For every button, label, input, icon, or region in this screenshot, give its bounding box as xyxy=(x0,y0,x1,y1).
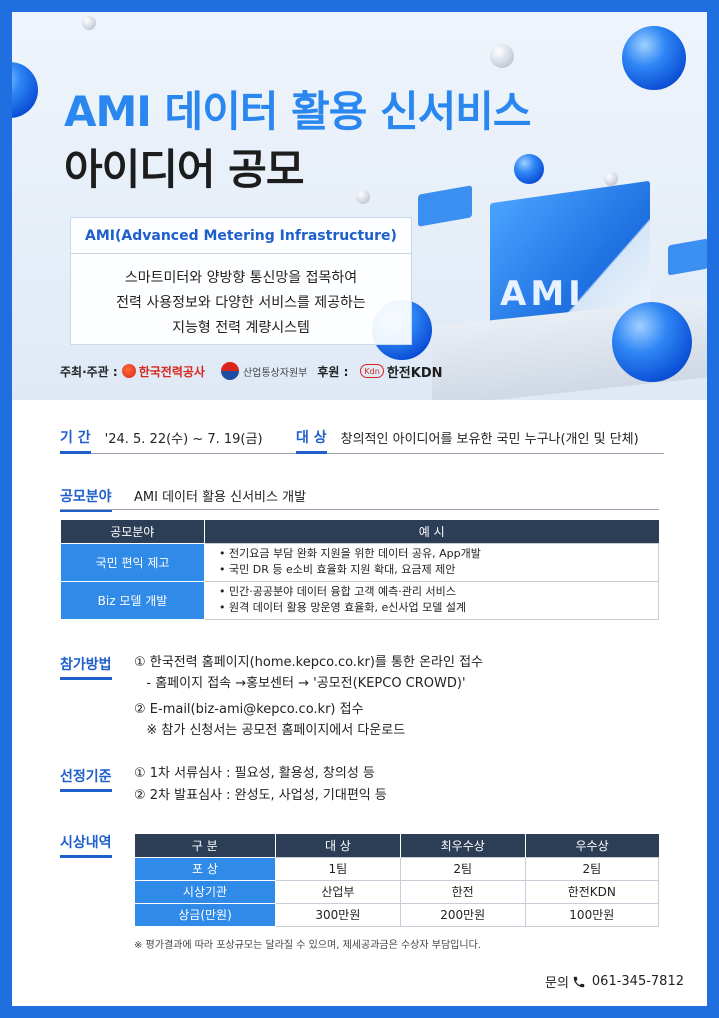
ami-desc-line: 지능형 전력 계량시스템 xyxy=(172,320,310,336)
motie-name: 산업통상자원부 xyxy=(242,367,308,379)
field-examples: • 전기요금 부담 완화 지원을 위한 데이터 공유, App개발 • 국민 D… xyxy=(204,542,659,582)
table-cell: 200만원 xyxy=(399,902,526,927)
participation-line: ※ 참가 신청서는 공모전 홈페이지에서 다운로드 xyxy=(134,723,406,738)
table-header: 공모분야 xyxy=(60,520,205,543)
table-row: 상금(만원) 300만원 200만원 100만원 xyxy=(134,902,660,927)
criteria-label-text: 선정기준 xyxy=(60,769,112,785)
table-row: 포 상 1팀 2팀 2팀 xyxy=(134,856,660,881)
period-row: 기 간 '24. 5. 22(수) ~ 7. 19(금) xyxy=(60,426,348,454)
ami-description: 스마트미터와 양방향 통신망을 접목하여 전력 사용정보와 다양한 서비스를 제… xyxy=(71,254,411,341)
blue-sphere xyxy=(622,26,686,90)
awards-note: ※ 평가결과에 따라 포상규모는 달라질 수 있으며, 제세공과금은 수상자 부… xyxy=(134,940,481,951)
target-value: 창의적인 아이디어를 보유한 국민 누구나(개인 및 단체) xyxy=(340,432,639,447)
poster: AMI AMI 데이터 활용 신서비스 아이디어 공모 AMI(Advanced… xyxy=(12,12,707,1006)
grey-sphere xyxy=(356,190,370,204)
table-row: 시상기관 산업부 한전 한전KDN xyxy=(134,879,660,904)
participation-line: ② E-mail(biz-ami@kepco.co.kr) 접수 xyxy=(134,702,364,717)
table-header: 최우수상 xyxy=(400,834,526,857)
field-examples: • 민간·공공분야 데이터 융합 고객 예측·관리 서비스 • 원격 데이터 활… xyxy=(204,580,659,620)
grey-sphere xyxy=(604,172,618,186)
table-row: Biz 모델 개발 • 민간·공공분야 데이터 융합 고객 예측·관리 서비스 … xyxy=(60,580,659,620)
example-line: • 원격 데이터 활용 망운영 효율화, e신사업 모델 설계 xyxy=(219,601,467,614)
government-emblem-icon xyxy=(220,362,239,380)
divider xyxy=(60,509,659,510)
sponsor-bar: 주최·주관 : 한국전력공사 산업통상자원부 후원 : Kdn 한전KDN xyxy=(60,359,443,383)
period-value: '24. 5. 22(수) ~ 7. 19(금) xyxy=(104,432,263,447)
table-cell: 2팀 xyxy=(524,856,660,881)
hero-banner: AMI AMI 데이터 활용 신서비스 아이디어 공모 AMI(Advanced… xyxy=(12,12,707,400)
target-label: 대 상 xyxy=(296,427,327,454)
field-category: 국민 편익 제고 xyxy=(60,542,205,582)
table-cell: 300만원 xyxy=(275,902,401,927)
sponsor-label: 주최·주관 : xyxy=(60,364,118,379)
criteria-line: ① 1차 서류심사 : 필요성, 활용성, 창의성 등 xyxy=(134,766,375,781)
title-line-2: 아이디어 공모 xyxy=(64,145,304,194)
contact-phone: 061-345-7812 xyxy=(591,974,684,989)
table-row: 국민 편익 제고 • 전기요금 부담 완화 지원을 위한 데이터 공유, App… xyxy=(60,542,659,582)
ami-led-text: AMI xyxy=(500,274,585,314)
table-cell: 한전KDN xyxy=(524,879,660,904)
period-label: 기 간 xyxy=(60,427,91,454)
example-line: • 국민 DR 등 e소비 효율화 지원 확대, 요금제 제안 xyxy=(219,563,456,576)
table-cell: 산업부 xyxy=(275,879,401,904)
small-cube-graphic xyxy=(418,185,472,227)
criteria-label: 선정기준 xyxy=(60,766,112,792)
field-table: 공모분야 예 시 국민 편익 제고 • 전기요금 부담 완화 지원을 위한 데이… xyxy=(60,520,659,620)
example-line: • 민간·공공분야 데이터 융합 고객 예측·관리 서비스 xyxy=(219,585,456,598)
table-cell: 100만원 xyxy=(524,902,660,927)
awards-table: 구 분 대 상 최우수상 우수상 포 상 1팀 2팀 2팀 시상기관 산업부 한… xyxy=(134,834,660,927)
field-label: 공모분야 xyxy=(60,486,112,512)
table-cell: 2팀 xyxy=(399,856,526,881)
kepco-name: 한국전력공사 xyxy=(138,364,205,379)
ami-heading: AMI(Advanced Metering Infrastructure) xyxy=(71,218,411,254)
ami-definition-box: AMI(Advanced Metering Infrastructure) 스마… xyxy=(70,217,412,345)
table-cell: 1팀 xyxy=(275,856,401,881)
table-header: 대 상 xyxy=(275,834,401,857)
table-header: 예 시 xyxy=(204,520,659,543)
blue-sphere xyxy=(612,302,692,382)
contact-info: 문의 061-345-7812 xyxy=(545,972,684,991)
kdn-name: 한전KDN xyxy=(386,365,443,381)
title-line-1: AMI 데이터 활용 신서비스 xyxy=(64,87,532,136)
field-label-text: 공모분야 xyxy=(60,489,112,505)
participation-label: 참가방법 xyxy=(60,654,112,680)
blue-sphere xyxy=(12,62,38,118)
ami-desc-line: 전력 사용정보와 다양한 서비스를 제공하는 xyxy=(116,295,366,311)
criteria-line: ② 2차 발표심사 : 완성도, 사업성, 기대편익 등 xyxy=(134,788,387,803)
participation-line: ① 한국전력 홈페이지(home.kepco.co.kr)를 통한 온라인 접수 xyxy=(134,655,484,670)
kepco-logo-icon xyxy=(121,364,136,378)
target-row: 대 상 창의적인 아이디어를 보유한 국민 누구나(개인 및 단체) xyxy=(296,426,664,454)
row-header: 시상기관 xyxy=(134,879,276,904)
ami-desc-line: 스마트미터와 양방향 통신망을 접목하여 xyxy=(124,270,358,286)
table-cell: 한전 xyxy=(399,879,526,904)
example-line: • 전기요금 부담 완화 지원을 위한 데이터 공유, App개발 xyxy=(219,547,481,560)
participation-line: - 홈페이지 접속 →홍보센터 → '공모전(KEPCO CROWD)' xyxy=(134,676,466,691)
blue-sphere xyxy=(514,154,544,184)
small-cube-graphic xyxy=(668,238,707,276)
awards-label-text: 시상내역 xyxy=(60,835,112,851)
row-header: 상금(만원) xyxy=(134,902,276,927)
grey-sphere xyxy=(82,16,96,30)
table-header: 구 분 xyxy=(134,834,276,857)
table-header: 우수상 xyxy=(525,834,659,857)
phone-icon xyxy=(573,976,585,987)
field-category: Biz 모델 개발 xyxy=(60,580,205,620)
support-label: 후원 : xyxy=(317,364,349,379)
awards-label: 시상내역 xyxy=(60,832,112,858)
grey-sphere xyxy=(490,44,514,68)
field-value: AMI 데이터 활용 신서비스 개발 xyxy=(134,490,307,505)
row-header: 포 상 xyxy=(134,856,276,881)
contact-label: 문의 xyxy=(544,976,569,991)
participation-label-text: 참가방법 xyxy=(60,657,112,673)
kdn-logo-icon: Kdn xyxy=(360,364,384,378)
